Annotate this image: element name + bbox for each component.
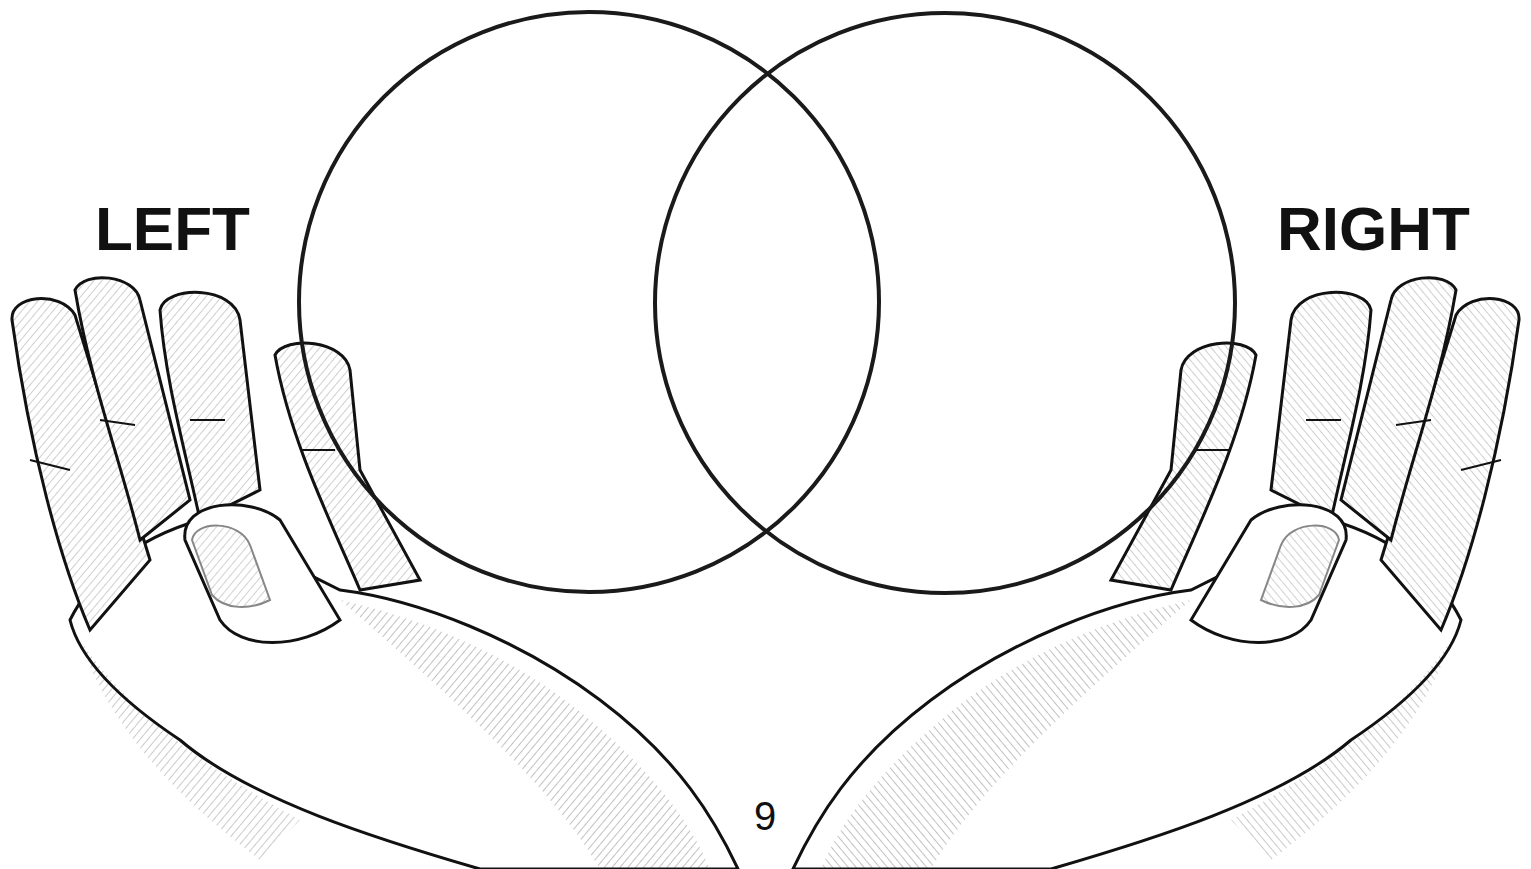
right-hand: [793, 278, 1519, 869]
page-number: 9: [725, 796, 805, 836]
side-label: RIGHT: [1277, 198, 1470, 260]
venn-circle: [299, 12, 879, 592]
left-hand: [12, 278, 738, 869]
venn-circle: [655, 13, 1235, 593]
side-label: LEFT: [95, 198, 250, 260]
